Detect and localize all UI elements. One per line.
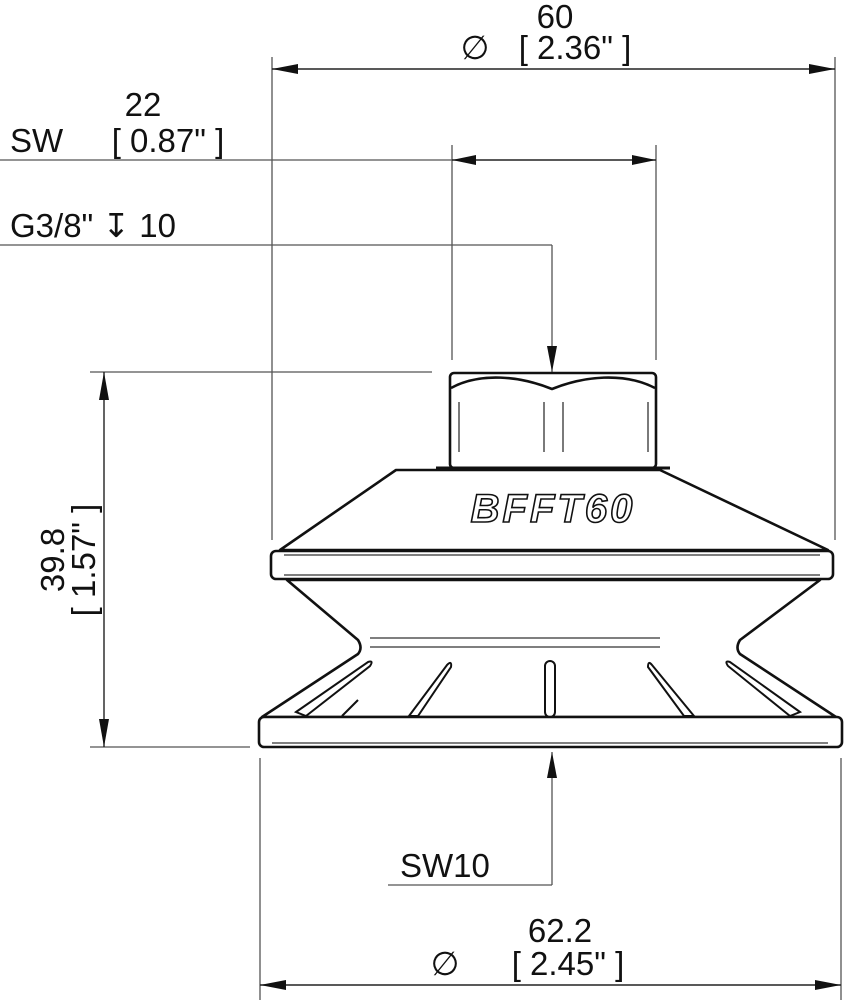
dimension-height: 39.8 [ 1.57" ] bbox=[34, 371, 432, 748]
height-value: 39.8 bbox=[34, 528, 71, 592]
top-diameter-value: 60 bbox=[537, 0, 574, 35]
arrow-right-icon bbox=[815, 980, 841, 990]
dimension-top-diameter: 60 ∅ [ 2.36" ] bbox=[271, 0, 836, 540]
diameter-symbol-icon: ∅ bbox=[431, 945, 460, 982]
arrow-left-icon bbox=[260, 980, 286, 990]
callout-thread: G3/8" ↧ 10 bbox=[0, 207, 557, 372]
arrow-right-icon bbox=[632, 155, 656, 165]
dimension-bottom-diameter: 62.2 ∅ [ 2.45" ] bbox=[259, 758, 842, 1000]
hex-fitting bbox=[436, 371, 670, 470]
hex-width-prefix: SW bbox=[10, 122, 64, 159]
arrow-down-icon bbox=[99, 719, 109, 747]
arrow-down-icon bbox=[547, 346, 557, 372]
inner-hex-label: SW10 bbox=[400, 847, 490, 884]
height-imperial: [ 1.57" ] bbox=[65, 504, 102, 617]
hex-width-imperial: [ 0.87" ] bbox=[112, 122, 225, 159]
dimension-hex-width: 22 SW [ 0.87" ] bbox=[0, 86, 657, 360]
bottom-diameter-value: 62.2 bbox=[528, 912, 592, 949]
bottom-diameter-imperial: [ 2.45" ] bbox=[512, 945, 625, 982]
arrow-up-icon bbox=[99, 372, 109, 400]
part-marking: BFFT60 bbox=[471, 487, 636, 531]
top-diameter-imperial: [ 2.36" ] bbox=[519, 29, 632, 66]
arrow-left-icon bbox=[452, 155, 476, 165]
bottom-lip bbox=[257, 715, 844, 749]
suction-cup-part: BFFT60 bbox=[257, 371, 844, 749]
hex-width-value: 22 bbox=[125, 86, 162, 123]
thread-label: G3/8" ↧ 10 bbox=[10, 207, 176, 244]
arrow-right-icon bbox=[809, 64, 835, 74]
arrow-up-icon bbox=[547, 752, 557, 778]
arrow-left-icon bbox=[272, 64, 298, 74]
callout-inner-hex: SW10 bbox=[388, 752, 557, 886]
diameter-symbol-icon: ∅ bbox=[461, 29, 490, 66]
